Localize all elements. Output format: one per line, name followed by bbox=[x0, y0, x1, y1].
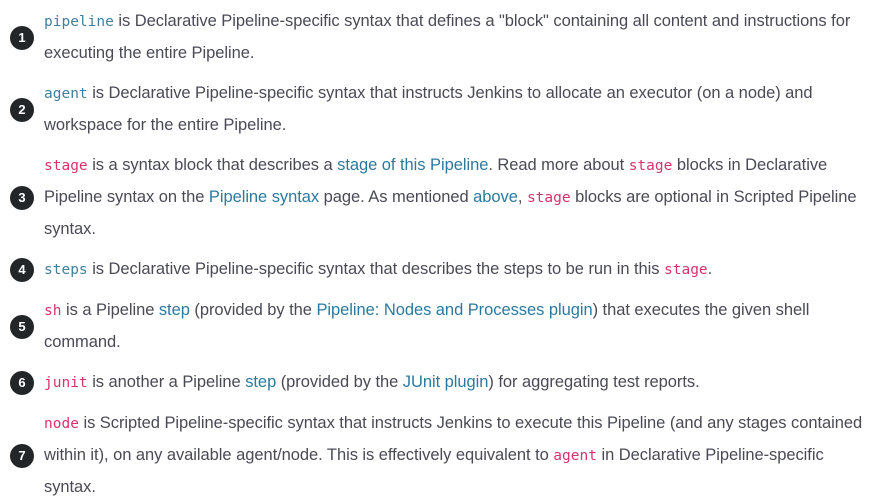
callout-text: steps is Declarative Pipeline-specific s… bbox=[44, 254, 877, 286]
body-text: is another a Pipeline bbox=[87, 373, 246, 391]
callout-text: junit is another a Pipeline step (provid… bbox=[44, 367, 877, 399]
body-text: is a syntax block that describes a bbox=[87, 156, 338, 174]
doc-link[interactable]: JUnit plugin bbox=[402, 373, 489, 391]
callout-item: 6 junit is another a Pipeline step (provi… bbox=[0, 367, 877, 399]
inline-code: stage bbox=[628, 158, 673, 174]
callout-marker-cell: 4 bbox=[0, 258, 44, 282]
inline-code: node bbox=[44, 416, 79, 432]
callout-text: stage is a syntax block that describes a… bbox=[44, 150, 877, 245]
body-text: is Declarative Pipeline-specific syntax … bbox=[44, 12, 851, 62]
inline-code: steps bbox=[44, 262, 88, 278]
callout-marker-cell: 1 bbox=[0, 25, 44, 50]
inline-code: agent bbox=[553, 448, 597, 464]
body-text: ) for aggregating test reports. bbox=[488, 373, 700, 391]
body-text: is a Pipeline bbox=[61, 301, 159, 319]
callout-number-badge: 2 bbox=[10, 97, 34, 122]
body-text: in Declarative Pipeline-specific syntax. bbox=[44, 446, 824, 496]
callout-marker-cell: 2 bbox=[0, 97, 44, 122]
callout-text: sh is a Pipeline step (provided by the P… bbox=[44, 295, 877, 358]
body-text: , bbox=[517, 188, 527, 206]
inline-code: pipeline bbox=[44, 14, 114, 30]
callout-number-badge: 6 bbox=[10, 371, 34, 395]
callout-item: 1 pipeline is Declarative Pipeline-specif… bbox=[0, 6, 877, 69]
callout-number-badge: 1 bbox=[10, 25, 34, 50]
inline-code: stage bbox=[664, 262, 708, 278]
body-text: blocks are optional in Scripted Pipeline… bbox=[44, 188, 857, 238]
doc-link[interactable]: stage of this Pipeline bbox=[337, 156, 489, 174]
callout-marker-cell: 5 bbox=[0, 314, 44, 339]
callout-item: 4 steps is Declarative Pipeline-specific … bbox=[0, 254, 877, 286]
body-text: is Declarative Pipeline-specific syntax … bbox=[87, 260, 664, 278]
doc-link[interactable]: above bbox=[473, 188, 518, 206]
body-text: ) that executes the given shell command. bbox=[44, 301, 810, 351]
inline-code: sh bbox=[44, 303, 62, 319]
callout-number-badge: 5 bbox=[10, 314, 34, 339]
body-text: is Declarative Pipeline-specific syntax … bbox=[44, 84, 813, 134]
callout-number-badge: 3 bbox=[10, 185, 34, 210]
callout-item: 3 stage is a syntax block that describes … bbox=[0, 150, 877, 245]
callout-text: agent is Declarative Pipeline-specific s… bbox=[44, 78, 877, 141]
doc-link[interactable]: Pipeline syntax bbox=[208, 188, 320, 206]
callout-marker-cell: 7 bbox=[0, 443, 44, 468]
doc-link[interactable]: Pipeline: Nodes and Processes plugin bbox=[316, 301, 593, 319]
body-text: . bbox=[707, 260, 713, 278]
body-text: (provided by the bbox=[189, 301, 317, 319]
callout-text: pipeline is Declarative Pipeline-specifi… bbox=[44, 6, 877, 69]
callout-item: 5 sh is a Pipeline step (provided by the … bbox=[0, 295, 877, 358]
inline-code: agent bbox=[44, 86, 88, 102]
inline-code: junit bbox=[44, 375, 88, 391]
inline-code: stage bbox=[526, 190, 571, 206]
callout-number-badge: 4 bbox=[10, 258, 34, 282]
callout-marker-cell: 3 bbox=[0, 185, 44, 210]
doc-link[interactable]: step bbox=[245, 373, 277, 391]
callout-item: 2 agent is Declarative Pipeline-specific … bbox=[0, 78, 877, 141]
inline-code: stage bbox=[44, 158, 88, 174]
callout-text: node is Scripted Pipeline-specific synta… bbox=[44, 408, 877, 503]
body-text: . Read more about bbox=[488, 156, 629, 174]
body-text: page. As mentioned bbox=[319, 188, 474, 206]
doc-link[interactable]: step bbox=[158, 301, 190, 319]
callout-marker-cell: 6 bbox=[0, 371, 44, 395]
body-text: blocks in Declarative Pipeline syntax on… bbox=[44, 156, 828, 206]
callout-number-badge: 7 bbox=[10, 443, 34, 468]
body-text: (provided by the bbox=[276, 373, 403, 391]
body-text: is Scripted Pipeline-specific syntax tha… bbox=[44, 414, 863, 464]
callout-item: 7 node is Scripted Pipeline-specific synt… bbox=[0, 408, 877, 503]
